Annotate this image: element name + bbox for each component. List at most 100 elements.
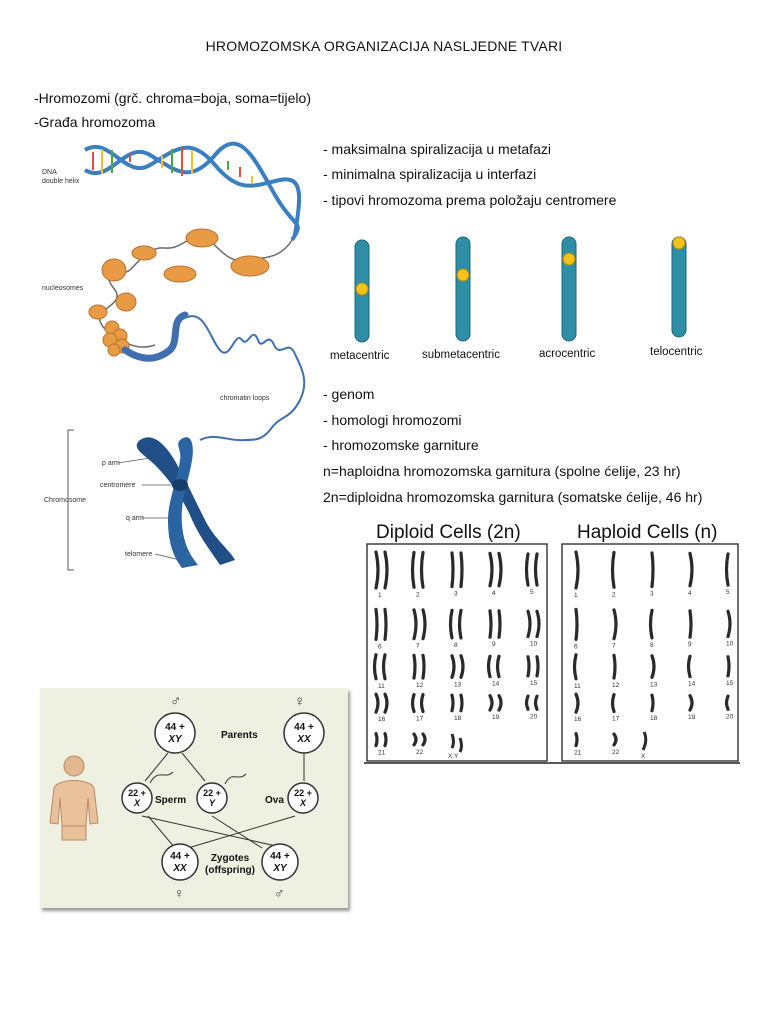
acrocentric-label: acrocentric (539, 348, 595, 360)
karyotype-number: 6 (378, 643, 382, 650)
page-title: HROMOZOMSKA ORGANIZACIJA NASLJEDNE TVARI (205, 38, 563, 54)
karyotype-chromosome (726, 655, 731, 678)
karyotype-number: 11 (378, 683, 385, 690)
karyotype-chromosome (612, 732, 618, 747)
zygote-xy-circle: 44 + XY (261, 843, 299, 881)
svg-text:X: X (133, 798, 141, 808)
zygotes-label: Zygotes (211, 853, 250, 864)
haploid-sex-label: X (641, 753, 646, 760)
karyotype-chromosome (495, 654, 501, 679)
karyotype-chromosome (688, 551, 694, 588)
karyotype-chromosome (726, 609, 732, 639)
karyotype-number: 3 (454, 591, 458, 598)
centromere-label: centromere (100, 482, 136, 489)
father-circle: 44 + XY (154, 712, 196, 754)
karyotype-chromosome (533, 552, 539, 587)
mother-female-symbol: ♀ (294, 693, 305, 710)
karyotype-number: 7 (416, 643, 420, 650)
chromosome-x-icon (136, 437, 235, 568)
karyotype-number: 14 (688, 681, 696, 688)
karyotype-number: 18 (650, 715, 658, 722)
karyotype-number: 21 (378, 750, 386, 757)
karyotype-chromosome (533, 694, 539, 711)
karyotype-chromosome (374, 732, 379, 748)
karyotype-chromosome (524, 694, 530, 711)
submetacentric-chromosome-icon (455, 236, 471, 342)
daughter-female-symbol: ♀ (174, 885, 185, 901)
telomere-label: telomere (125, 551, 152, 558)
karyotype-number: 9 (688, 641, 692, 648)
karyotype-number: 1 (574, 592, 578, 599)
q-arm-label: q arm (126, 515, 144, 522)
karyotype-chromosome (497, 551, 503, 588)
karyotype-number: 1 (378, 592, 382, 599)
offspring-label: (offspring) (205, 865, 255, 876)
karyotype-chromosome (450, 654, 456, 679)
karyotype-chromosome (574, 732, 579, 748)
metacentric-chromosome-icon (354, 239, 370, 343)
sperm-label: Sperm (155, 795, 186, 806)
chromatin-loops-label: chromatin loops (220, 395, 270, 402)
svg-text:XX: XX (296, 734, 312, 745)
solenoid-coil (102, 311, 189, 362)
dna-label-2: double helix (42, 178, 80, 185)
karyotype-chromosome (410, 550, 416, 589)
karyotype-chromosome (457, 608, 463, 640)
svg-text:X: X (299, 798, 307, 808)
nucleosomes-group (88, 228, 270, 320)
karyotype-chromosome (724, 552, 730, 587)
karyotype-number: 4 (688, 590, 692, 597)
karyotype-chromosome (381, 653, 387, 681)
karyotype-chromosome (383, 607, 388, 641)
karyotype-number: 19 (688, 714, 696, 721)
karyotype-chromosome (412, 732, 418, 747)
karyotype-chromosome (524, 552, 530, 587)
karyotype-chromosome (486, 654, 492, 679)
acrocentric-chromosome-icon (561, 236, 577, 342)
son-male-symbol: ♂ (274, 885, 285, 901)
intro-line-structure: -Građa hromozoma (34, 114, 156, 130)
karyotype-number: 2 (416, 591, 420, 598)
karyotype-chromosome (412, 608, 418, 641)
diploid-definition: 2n=diploidna hromozomska garnitura (soma… (323, 489, 703, 505)
karyotype-number: 19 (492, 714, 500, 721)
svg-text:XY: XY (167, 734, 183, 745)
karyotype-number: 3 (650, 591, 654, 598)
karyotype-number: 14 (492, 681, 500, 688)
telocentric-label: telocentric (650, 346, 703, 358)
svg-text:44 +: 44 + (270, 851, 290, 862)
ovum-x-circle: 22 + X (287, 782, 319, 814)
karyotype-number: 20 (726, 713, 734, 720)
karyotype-chromosome (374, 692, 380, 714)
karyotype-chromosome (686, 654, 692, 679)
karyotype-chromosome (410, 693, 416, 714)
karyotype-chromosome (421, 653, 426, 680)
karyotype-number: 15 (530, 680, 538, 687)
svg-text:Y: Y (209, 798, 216, 808)
karyotype-number: 2 (612, 591, 616, 598)
karyotype-chromosome (383, 692, 389, 714)
karyotype-number: 17 (416, 715, 424, 722)
karyotype-chromosome (612, 608, 618, 641)
karyotype-chromosome (650, 654, 656, 679)
karyotype-chromosome (688, 609, 693, 639)
karyotype-chromosome (535, 655, 540, 678)
karyotype-chromosome (412, 653, 417, 680)
bullet-chromosome-types: - tipovi hromozoma prema položaju centro… (323, 192, 617, 208)
dna-label-1: DNA (42, 169, 57, 176)
karyotype-chromosome (535, 609, 541, 639)
sex-chromosome (458, 737, 463, 753)
karyotype-chromosome (650, 693, 655, 713)
karyotype-chromosome (650, 551, 655, 589)
karyotype-number: 17 (612, 715, 620, 722)
karyotype-chromosome (488, 609, 493, 639)
haploid-title: Haploid Cells (n) (577, 522, 717, 543)
karyotype-chromosome (459, 693, 464, 713)
dna-helix-icon (83, 141, 302, 242)
mother-circle: 44 + XX (283, 712, 325, 754)
karyotype-chromosome (574, 692, 580, 714)
karyotype-number: 7 (612, 643, 616, 650)
karyotype-chromosome (497, 694, 503, 712)
karyotype-chromosome (610, 693, 616, 714)
